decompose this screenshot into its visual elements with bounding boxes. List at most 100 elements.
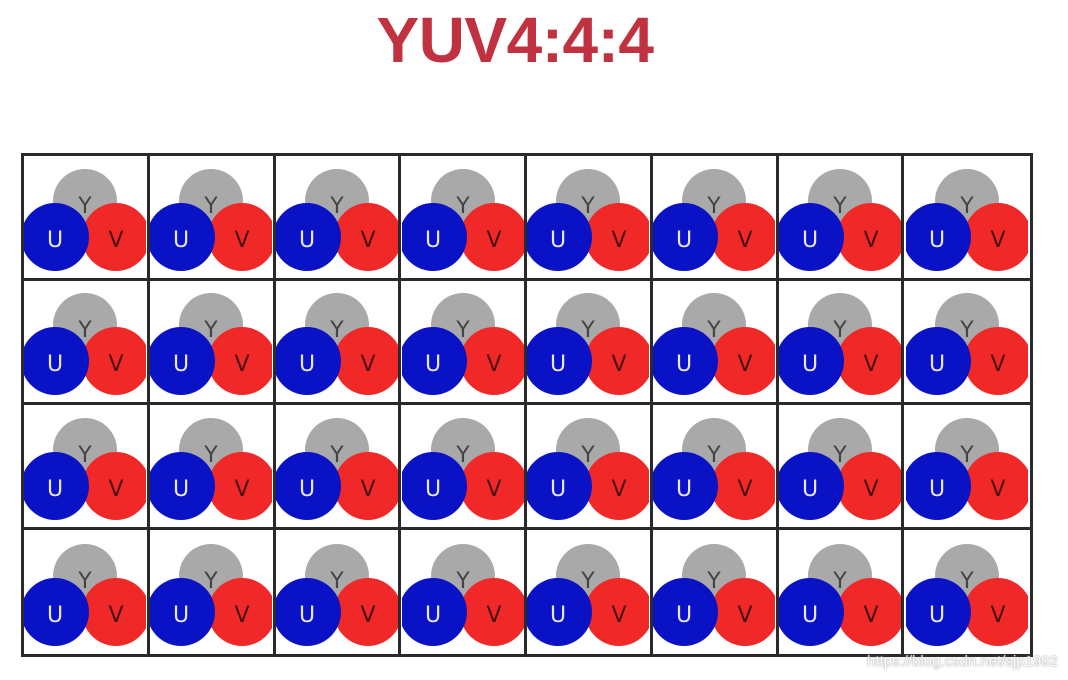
- v-label: V: [360, 477, 375, 502]
- v-label: V: [486, 352, 501, 377]
- v-sample: [964, 202, 1029, 271]
- v-label: V: [738, 228, 753, 253]
- v-label: V: [486, 228, 501, 253]
- u-label: U: [47, 352, 63, 377]
- y-label: Y: [203, 194, 218, 219]
- y-label: Y: [203, 569, 218, 594]
- u-sample: [24, 202, 90, 271]
- y-label: Y: [455, 443, 470, 468]
- v-sample: [333, 577, 398, 646]
- y-label: Y: [78, 318, 93, 343]
- u-label: U: [299, 477, 315, 502]
- v-sample: [711, 451, 776, 520]
- u-sample: [653, 202, 719, 271]
- u-sample: [527, 202, 593, 271]
- y-label: Y: [832, 443, 847, 468]
- u-sample: [401, 327, 467, 396]
- y-label: Y: [581, 318, 596, 343]
- u-label: U: [550, 603, 566, 628]
- v-sample: [836, 202, 901, 271]
- y-label: Y: [832, 318, 847, 343]
- v-sample: [459, 202, 524, 271]
- v-label: V: [109, 228, 124, 253]
- u-label: U: [929, 603, 945, 628]
- v-label: V: [109, 477, 124, 502]
- watermark: https://blog.csdn.net/sjp1992: [867, 653, 1058, 670]
- v-sample: [82, 451, 147, 520]
- u-label: U: [299, 352, 315, 377]
- y-label: Y: [581, 194, 596, 219]
- v-label: V: [863, 603, 878, 628]
- y-label: Y: [78, 194, 93, 219]
- u-sample: [527, 451, 593, 520]
- u-sample: [906, 202, 972, 271]
- v-sample: [964, 577, 1029, 646]
- y-label: Y: [78, 443, 93, 468]
- u-sample: [275, 577, 341, 646]
- v-sample: [333, 327, 398, 396]
- u-label: U: [676, 603, 692, 628]
- v-sample: [964, 327, 1029, 396]
- u-sample: [527, 327, 593, 396]
- v-label: V: [360, 228, 375, 253]
- y-label: Y: [581, 443, 596, 468]
- v-label: V: [612, 477, 627, 502]
- u-label: U: [802, 352, 818, 377]
- y-label: Y: [959, 569, 974, 594]
- v-sample: [208, 327, 273, 396]
- u-label: U: [299, 228, 315, 253]
- v-label: V: [863, 228, 878, 253]
- y-label: Y: [329, 569, 344, 594]
- u-label: U: [299, 603, 315, 628]
- u-sample: [778, 451, 844, 520]
- v-sample: [82, 202, 147, 271]
- v-sample: [964, 451, 1029, 520]
- v-sample: [836, 577, 901, 646]
- u-label: U: [802, 228, 818, 253]
- v-label: V: [486, 477, 501, 502]
- u-sample: [778, 577, 844, 646]
- v-label: V: [109, 352, 124, 377]
- v-label: V: [612, 352, 627, 377]
- u-label: U: [676, 352, 692, 377]
- v-label: V: [360, 352, 375, 377]
- v-sample: [333, 202, 398, 271]
- v-sample: [585, 202, 650, 271]
- v-label: V: [991, 352, 1006, 377]
- u-sample: [275, 451, 341, 520]
- y-label: Y: [581, 569, 596, 594]
- v-label: V: [235, 603, 250, 628]
- v-sample: [459, 451, 524, 520]
- y-label: Y: [706, 569, 721, 594]
- u-sample: [401, 202, 467, 271]
- u-sample: [527, 577, 593, 646]
- v-sample: [208, 202, 273, 271]
- u-sample: [653, 451, 719, 520]
